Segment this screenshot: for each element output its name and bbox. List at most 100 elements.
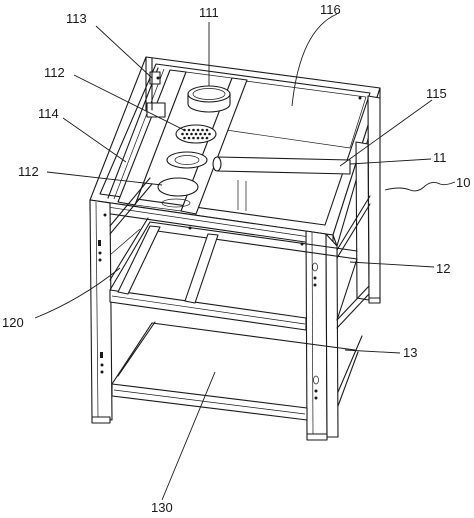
disc-lower [157, 177, 199, 197]
perforation-hole [183, 128, 186, 132]
label-112-upper: 112 [44, 65, 65, 80]
perforated-disc-upper [175, 124, 217, 144]
middle-right-beam [336, 258, 358, 321]
perforation-hole [187, 128, 191, 132]
leader-114 [62, 117, 127, 163]
hole [156, 76, 160, 80]
perforation-hole [203, 132, 207, 136]
leg-back-right-front [355, 141, 370, 301]
hole [313, 375, 319, 385]
leader-112-upper [73, 74, 185, 131]
label-130: 130 [151, 500, 173, 515]
label-115: 115 [426, 86, 447, 101]
foot [368, 297, 381, 304]
tray-panel [134, 71, 233, 212]
hole [100, 352, 103, 358]
hole [100, 370, 104, 374]
leader-115 [339, 99, 433, 167]
tab-113 [146, 102, 166, 118]
leg-back-right [367, 95, 381, 301]
label-116: 116 [320, 2, 341, 17]
side-bar-114-inner [113, 68, 165, 200]
disc-middle-inner [174, 155, 200, 165]
leader-lines [34, 13, 456, 501]
top-frame-inner [99, 63, 371, 226]
bottom-left-beam-b [117, 321, 156, 377]
label-10: 10 [456, 175, 470, 190]
perforation-hole [201, 136, 204, 140]
label-13: 13 [403, 345, 417, 360]
leader-120 [34, 267, 121, 319]
perforation-hole [181, 132, 184, 136]
disc-lower-base [161, 198, 191, 208]
hole [314, 396, 318, 400]
middle-shelf [109, 177, 371, 331]
legs [89, 56, 381, 438]
hole [98, 240, 101, 246]
hole [358, 96, 362, 100]
shelf-120-edge [109, 228, 141, 256]
roller-end [212, 156, 222, 172]
perforation-hole [205, 136, 209, 140]
perforation-hole [196, 136, 200, 140]
middle-slat [184, 233, 219, 304]
bottom-right-beam-b [337, 335, 363, 393]
leg-front-right-edge [311, 231, 314, 436]
hole [100, 363, 104, 367]
bottom-front-beam-edge [113, 389, 306, 415]
reference-labels: 111 113 116 112 115 114 11 112 10 12 120… [2, 2, 470, 515]
label-113: 113 [66, 11, 87, 26]
leader-112-lower [46, 171, 163, 186]
cylinder-rim [192, 88, 226, 100]
perforation-hole [208, 132, 211, 136]
bottom-shelf [91, 297, 381, 441]
disc-holes [181, 128, 211, 140]
right-lower-link-b [336, 293, 370, 329]
leg-front-left-edge [95, 201, 99, 419]
label-11: 11 [433, 150, 447, 165]
left-upper-rail [109, 177, 151, 227]
foot [91, 416, 111, 424]
perforation-hole [205, 128, 209, 132]
perforation-hole [190, 132, 193, 136]
roller-bar-115 [212, 156, 351, 211]
cylinder-111 [187, 85, 231, 113]
front-top-beam-edge [93, 204, 331, 241]
leg-front-right-side [325, 233, 339, 438]
hole [98, 258, 102, 262]
bottom-right-beam [337, 351, 359, 407]
leg-front-right [305, 230, 328, 438]
perforation-hole [185, 132, 189, 136]
perforation-hole [187, 136, 191, 140]
leader-10 [384, 181, 456, 192]
middle-left-beam [109, 221, 151, 291]
middle-left-beam-b [109, 217, 149, 281]
label-111: 111 [199, 5, 219, 20]
perforation-hole [192, 128, 195, 132]
perforation-hole [192, 136, 195, 140]
middle-back-beam-b [149, 229, 358, 260]
hole [103, 213, 107, 217]
leader-11 [349, 158, 432, 165]
disc-middle [166, 151, 208, 169]
perforation-hole [199, 132, 202, 136]
side-bar-114 [107, 67, 159, 199]
middle-back-beam [149, 221, 358, 252]
perforation-hole [194, 132, 198, 136]
middle-front-beam-edge [111, 295, 306, 325]
perforation-hole [201, 128, 204, 132]
label-112-lower: 112 [18, 164, 39, 179]
leader-130 [161, 371, 216, 501]
roller-body [216, 156, 351, 175]
perforation-hole [183, 136, 186, 140]
hole [313, 276, 317, 280]
perforation-hole [196, 128, 200, 132]
hole [314, 389, 318, 393]
foot [306, 433, 328, 441]
right-side-link [336, 195, 371, 251]
bottom-back-beam [151, 322, 356, 351]
leg-front-left [89, 199, 113, 421]
right-lower-link [336, 285, 370, 321]
